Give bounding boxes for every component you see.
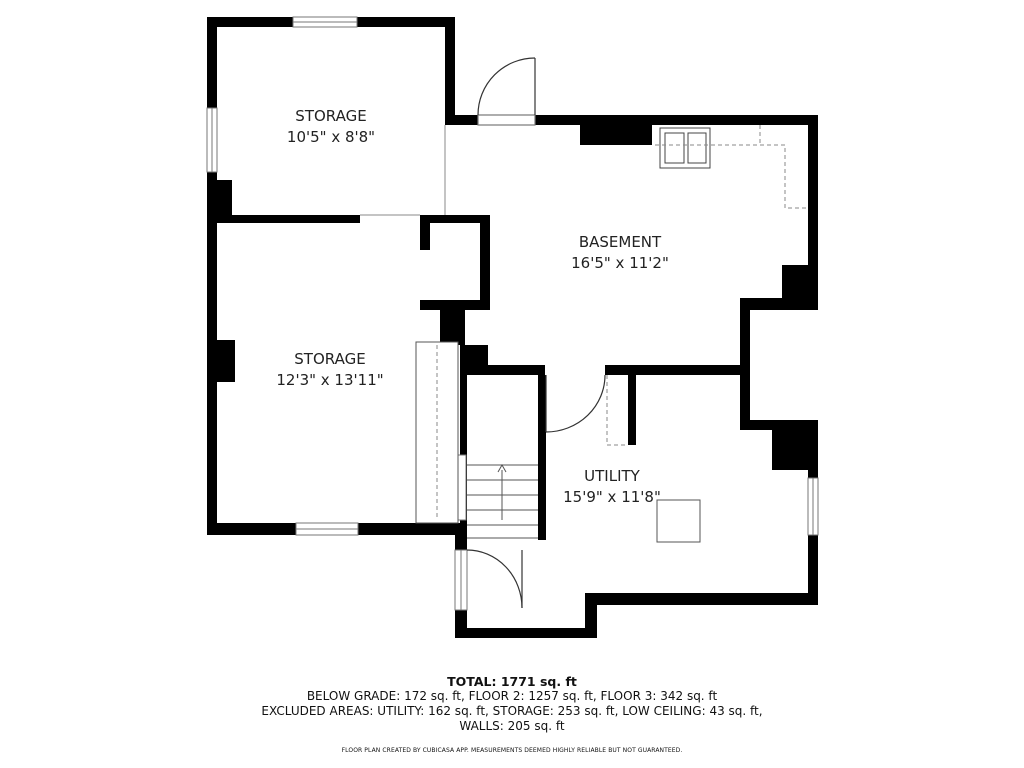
room-name: STORAGE <box>294 350 366 368</box>
credit-note: FLOOR PLAN CREATED BY CUBICASA APP. MEAS… <box>341 747 683 754</box>
total-area: TOTAL: 1771 sq. ft <box>447 674 577 689</box>
room-utility: UTILITY 15'9" x 11'8" <box>563 466 661 508</box>
doors <box>466 57 606 609</box>
room-dimensions: 15'9" x 11'8" <box>563 488 661 506</box>
area-summary: TOTAL: 1771 sq. ft BELOW GRADE: 172 sq. … <box>0 674 1024 754</box>
room-dimensions: 10'5" x 8'8" <box>286 128 376 146</box>
room-name: STORAGE <box>295 107 367 125</box>
room-name: BASEMENT <box>578 233 662 251</box>
fixtures <box>360 125 808 543</box>
walls-area: WALLS: 205 sq. ft <box>459 719 565 733</box>
room-name: UTILITY <box>584 467 640 485</box>
area-breakdown: BELOW GRADE: 172 sq. ft, FLOOR 2: 1257 s… <box>306 689 718 703</box>
room-basement: BASEMENT 16'5" x 11'2" <box>571 232 669 274</box>
room-dimensions: 12'3" x 13'11" <box>276 371 384 389</box>
windows <box>206 16 819 611</box>
room-dimensions: 16'5" x 11'2" <box>571 254 669 272</box>
excluded-areas: EXCLUDED AREAS: UTILITY: 162 sq. ft, STO… <box>261 704 763 718</box>
room-storage-top: STORAGE 10'5" x 8'8" <box>287 106 375 148</box>
room-storage-left: STORAGE 12'3" x 13'11" <box>276 349 383 391</box>
